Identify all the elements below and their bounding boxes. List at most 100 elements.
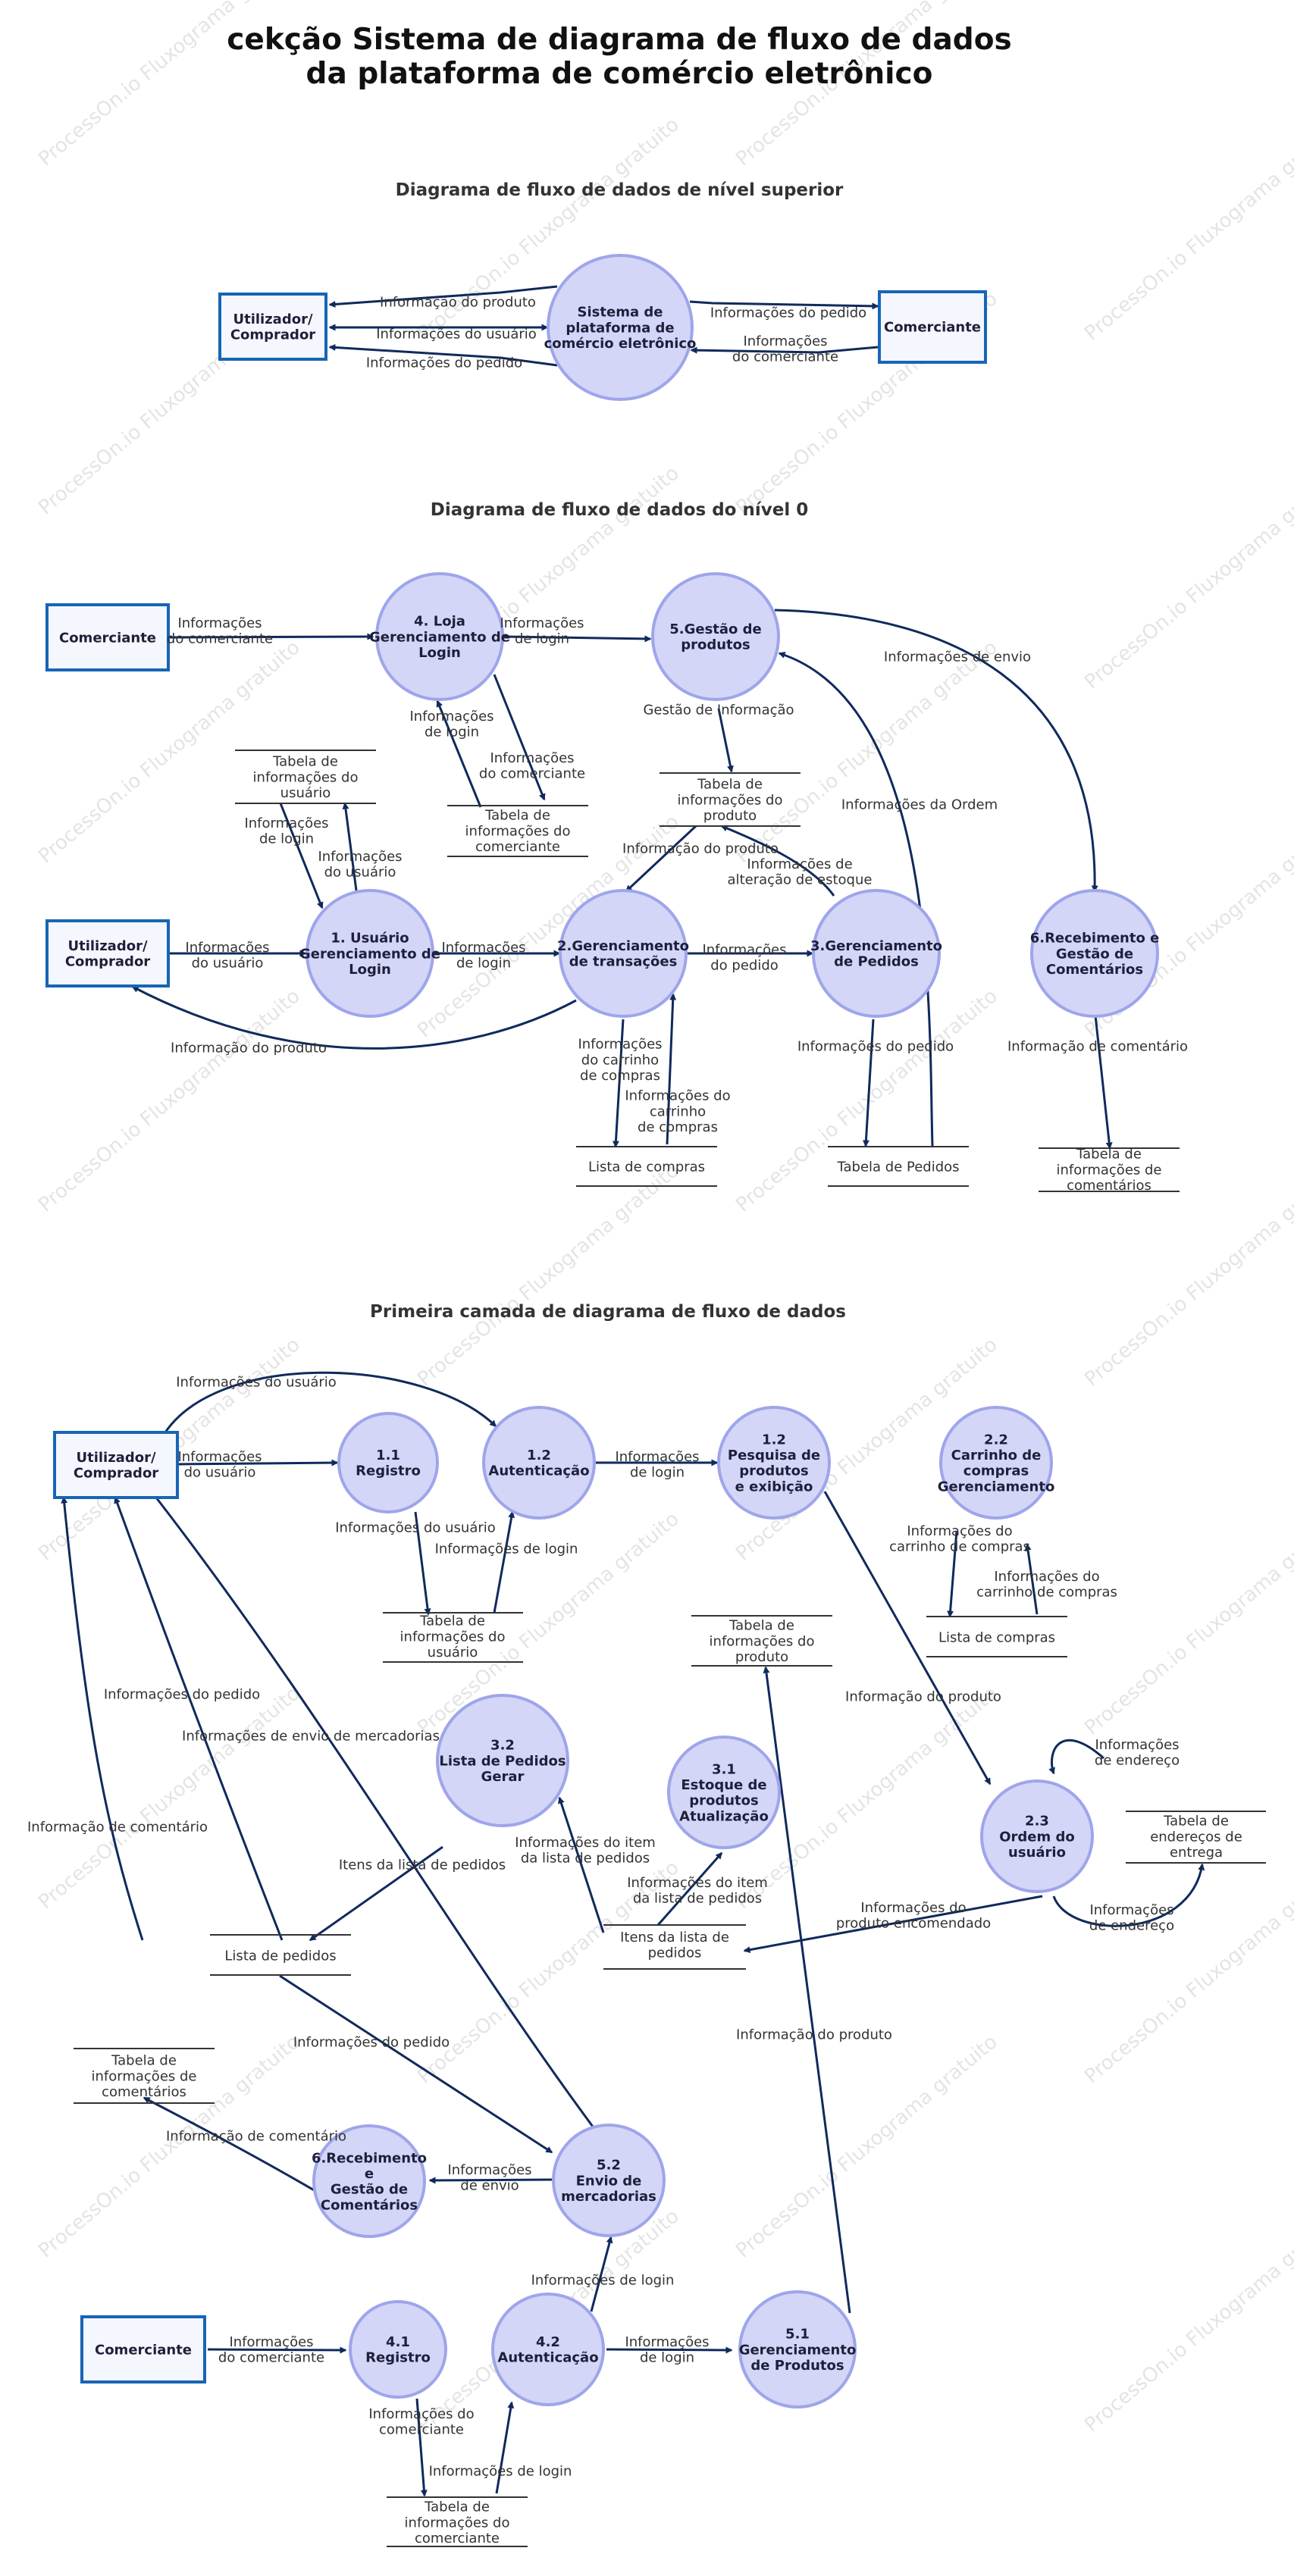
process-1-1-registration[interactable] (337, 1412, 439, 1513)
entity-user-buyer[interactable] (218, 293, 327, 361)
entity-merchant[interactable] (878, 290, 987, 364)
flow-arrow (279, 1974, 553, 2154)
process-5-2-shipping[interactable] (552, 2124, 666, 2237)
level0-diagram: Comerciante Utilizador/Comprador 4. Loja… (45, 572, 1188, 1194)
process-6-comments[interactable] (312, 2124, 426, 2238)
text-line: Informações (615, 1449, 699, 1465)
store-shopping-list[interactable]: Lista de compras (576, 1146, 717, 1187)
store-order-list[interactable]: Lista de pedidos (210, 1934, 351, 1976)
process-4-store-login[interactable] (375, 572, 504, 701)
process-6-comments[interactable] (1030, 889, 1159, 1018)
flow-label: Informação de comentário (1007, 1038, 1188, 1054)
entity-user-buyer[interactable] (45, 919, 170, 988)
text-line: Gerenciamento (938, 1479, 1055, 1495)
text-line: informações do (678, 792, 783, 808)
text-line: comerciante (379, 2422, 464, 2438)
store-shopping-list[interactable]: Lista de compras (926, 1616, 1067, 1657)
flow-label: Informação do produto (622, 840, 779, 856)
entity-user-buyer[interactable] (53, 1431, 179, 1499)
process-5-product-management[interactable] (651, 572, 780, 701)
watermark-text: ProcessOn.io Fluxograma gratuito (34, 1682, 304, 1914)
flow-label: Informações da Ordem (841, 797, 998, 812)
text-line: da plataforma de comércio eletrônico (306, 57, 933, 91)
flow-label: Informações do pedido (293, 2034, 450, 2050)
watermark-text: ProcessOn.io Fluxograma gratuito (1080, 462, 1294, 693)
text-line: de envio (460, 2178, 519, 2194)
process-1-user-login[interactable] (305, 889, 434, 1018)
process-4-2-authentication[interactable] (491, 2293, 605, 2406)
text-line: de login (630, 1465, 685, 1481)
text-line: Gerenciamento de (369, 629, 510, 645)
text-line: Informações de envio de mercadorias (182, 1728, 440, 1744)
flow-label: Informações de envio de mercadorias (182, 1728, 440, 1744)
text-line: 3.2 (490, 1738, 515, 1754)
text-line: informações de (92, 2068, 197, 2084)
text-line: Lista de Pedidos (439, 1753, 566, 1769)
flow-arrow (606, 2346, 733, 2354)
text-line: Registro (365, 2350, 431, 2366)
text-line: 6.Recebimento (312, 2150, 427, 2166)
flow-arrow (160, 1371, 497, 1439)
text-line: usuário (280, 785, 331, 801)
flow-label: Informações de envio (884, 649, 1031, 665)
flow-label: Informação do produto (736, 2027, 892, 2042)
text-line: comércio eletrônico (544, 336, 697, 352)
flow-arrow (415, 2398, 428, 2497)
text-line: Informações (229, 2334, 313, 2350)
text-line: Tabela de Pedidos (836, 1159, 959, 1175)
text-line: Informações de login (531, 2272, 675, 2288)
text-line: Informações do usuário (376, 326, 537, 342)
entity-merchant[interactable] (80, 2315, 206, 2384)
text-line: produto (735, 1649, 788, 1665)
store-label: Lista de compras (588, 1159, 705, 1175)
process-2-3-user-order[interactable] (980, 1779, 1094, 1893)
flow-label: Itens da lista de pedidos (339, 1857, 506, 1873)
text-line: carrinho de compras (976, 1585, 1117, 1601)
flow-arrow (309, 1845, 443, 1942)
process-5-1-product-management[interactable] (738, 2290, 857, 2409)
text-line: Itens da lista de (620, 1930, 729, 1945)
section-title-level0: Diagrama de fluxo de dados do nível 0 (431, 500, 809, 520)
process-ecommerce-system[interactable] (547, 254, 694, 401)
text-line: 6.Recebimento e (1030, 931, 1160, 947)
text-line: Gestão de (331, 2182, 408, 2198)
flow-label: Informações do usuário (376, 326, 537, 342)
text-line: Informações (441, 940, 525, 956)
flow-label: Informação do produto (171, 1040, 327, 1056)
process-2-2-cart[interactable] (939, 1406, 1053, 1520)
flow-label: Informação de comentário (27, 1819, 208, 1835)
text-line: comerciante (415, 2531, 500, 2546)
process-3-orders[interactable] (812, 889, 941, 1018)
text-line: produtos (739, 1463, 809, 1479)
store-order-table[interactable]: Tabela de Pedidos (828, 1146, 969, 1187)
entity-user-buyer-label: Utilizador/Comprador (65, 938, 150, 970)
text-line: de Pedidos (834, 954, 919, 970)
process-3-1-stock-update[interactable] (667, 1736, 781, 1849)
process-1-2-authentication[interactable] (482, 1406, 596, 1520)
process-1-2-product-search[interactable] (717, 1406, 831, 1520)
entity-merchant[interactable] (45, 603, 170, 671)
text-line: 4.1 (386, 2334, 410, 2350)
text-line: Informações (490, 750, 574, 766)
text-line: produto encomendado (836, 1916, 991, 1932)
process-2-transactions[interactable] (559, 889, 688, 1018)
process-4-1-registration[interactable] (349, 2300, 447, 2399)
process-3-2-order-list[interactable] (436, 1694, 569, 1827)
flow-label: Informação do produto (380, 294, 536, 310)
